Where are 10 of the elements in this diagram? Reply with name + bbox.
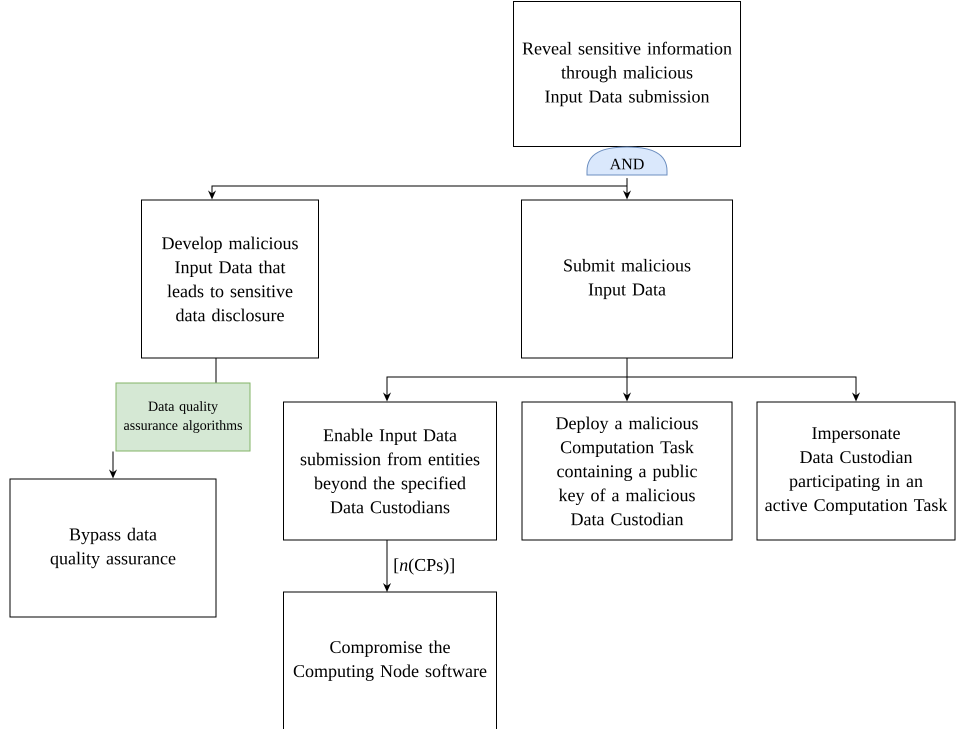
process-box: Reveal sensitive information through malicious Input Data submission (513, 1, 741, 147)
process-box: Enable Input Data submission from entities beyond the specified Data Custodians (283, 402, 497, 540)
process-box: Deploy a malicious Computation Task containing a public key of a malicious Data Custodian (522, 402, 732, 540)
process-box: Bypass data quality assurance (10, 478, 216, 618)
edge-label: [n(CPs)] (392, 557, 456, 576)
control-box: Data quality assurance algorithms (116, 382, 250, 452)
process-box: Submit malicious Input Data (521, 200, 733, 358)
process-box: Compromise the Computing Node software (283, 592, 497, 729)
process-box: Impersonate Data Custodian participating in an active Computation Task (756, 402, 956, 540)
process-box: Develop malicious Input Data that leads to sensitive data disclosure (141, 200, 319, 358)
